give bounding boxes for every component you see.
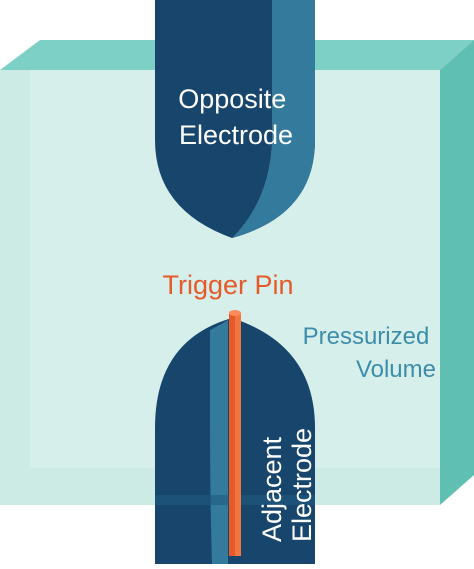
opposite-electrode-label: Opposite Electrode: [178, 84, 294, 150]
opposite-electrode-label-line2: Electrode: [179, 120, 293, 150]
volume-right-face: [440, 40, 474, 505]
adjacent-electrode-highlight: [210, 320, 228, 564]
opposite-electrode-label-line1: Opposite: [178, 84, 286, 114]
trigger-pin-label: Trigger Pin: [162, 270, 293, 300]
opposite-electrode: Opposite Electrode: [155, 0, 315, 238]
trigger-pin: [229, 310, 241, 556]
adjacent-electrode-label: Adjacent Electrode: [257, 428, 317, 542]
adjacent-electrode-label-line1: Adjacent: [257, 436, 287, 542]
pressurized-volume-label-line1: Pressurized: [303, 323, 430, 350]
trigger-pin-rod-highlight: [235, 313, 241, 556]
pressurized-volume-label: Pressurized Volume: [303, 323, 436, 383]
adjacent-electrode-label-line2: Electrode: [287, 428, 317, 542]
opposite-electrode-tip-highlight: [232, 70, 315, 238]
pressurized-volume-label-line2: Volume: [356, 356, 436, 383]
trigger-pin-top: [229, 310, 241, 316]
opposite-electrode-shaft-highlight: [272, 0, 315, 70]
